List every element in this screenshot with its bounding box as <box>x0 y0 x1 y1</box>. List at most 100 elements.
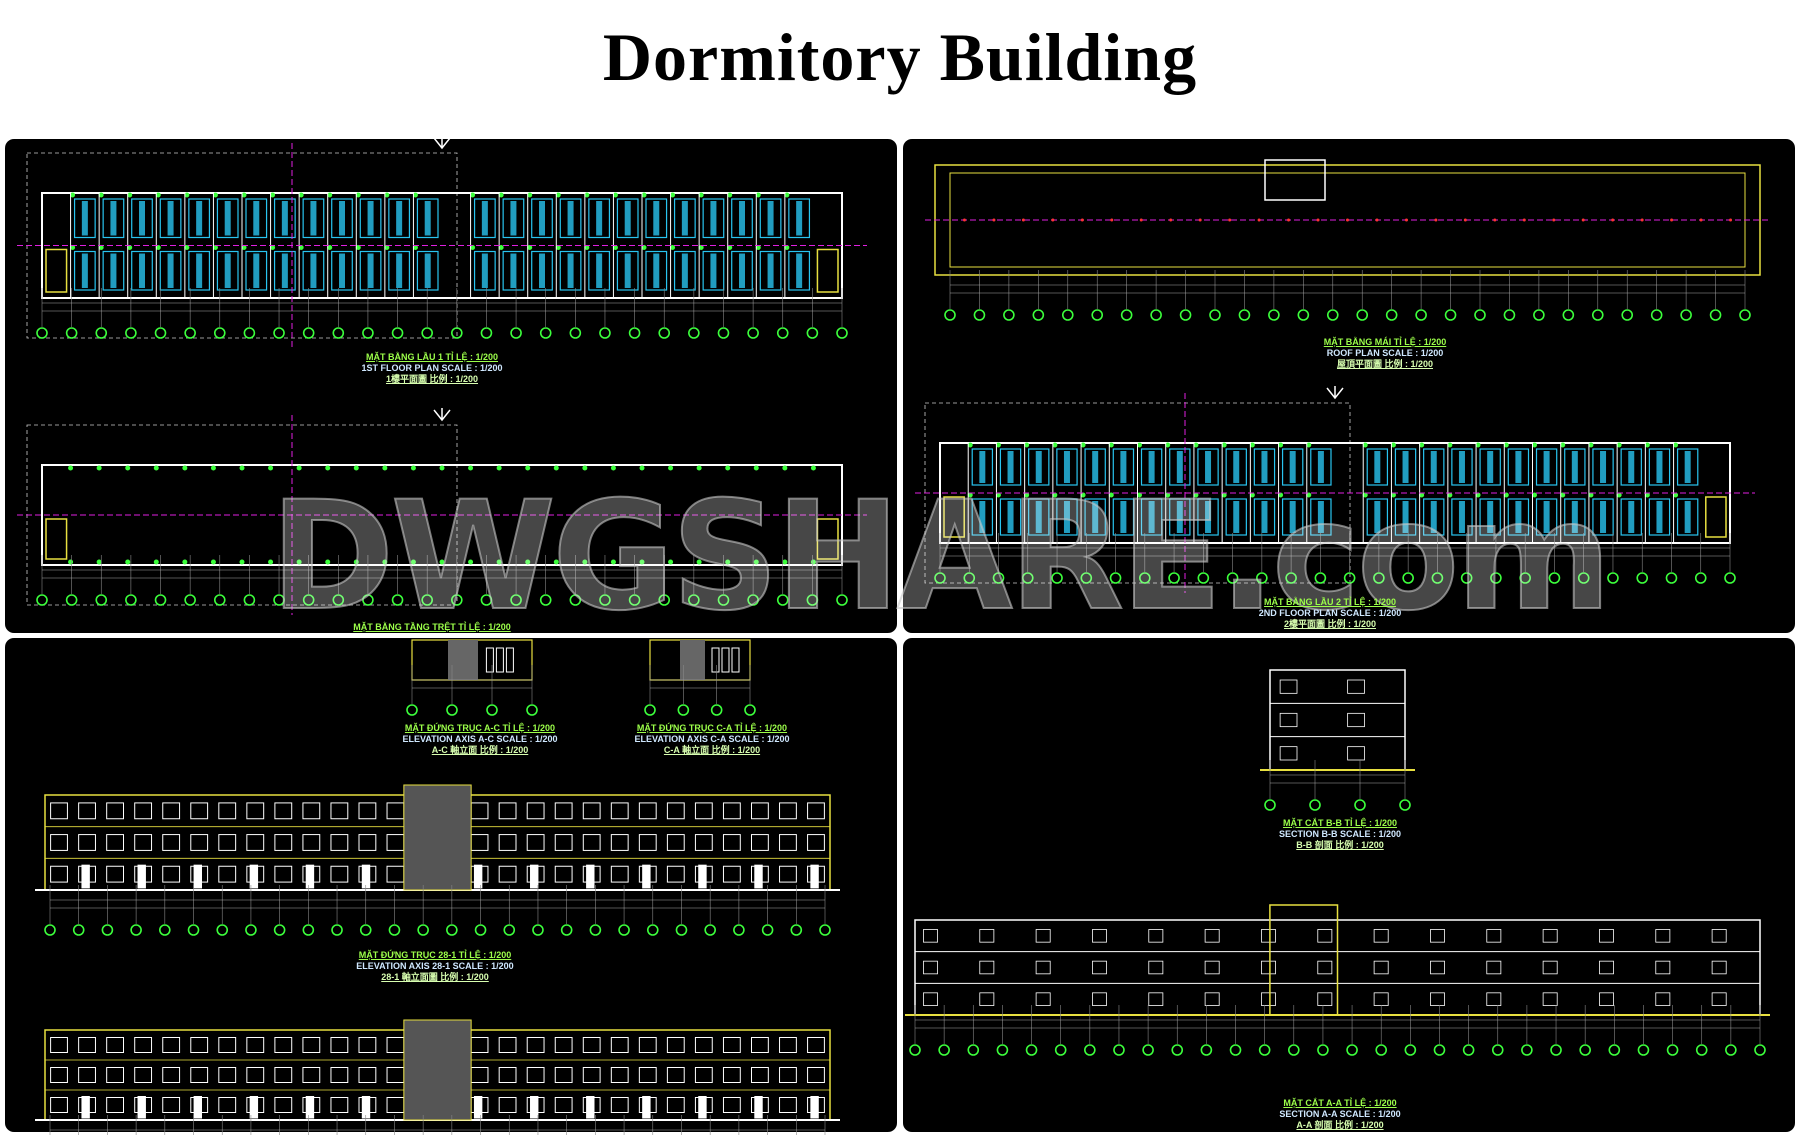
room-furniture <box>1225 448 1247 486</box>
column <box>70 192 76 198</box>
column <box>498 245 504 250</box>
grid-bubble <box>710 704 723 716</box>
label-second-floor-plan: MẶT BẰNG LẦU 2 TỈ LỆ : 1/200 2ND FLOOR P… <box>1259 597 1402 630</box>
column <box>125 465 131 471</box>
window <box>610 1067 629 1083</box>
grid-bubble <box>273 327 285 339</box>
bathroom-block <box>310 253 317 288</box>
grid-bubble <box>331 924 343 936</box>
grid-bubble <box>72 924 85 936</box>
column <box>1475 442 1481 448</box>
label-cn: 2樓平面圖 比例 : 1/200 <box>1283 619 1377 629</box>
drain-point <box>992 218 996 222</box>
room-furniture <box>1253 448 1276 486</box>
grid-bubble <box>332 327 345 339</box>
door <box>586 1096 595 1119</box>
column <box>470 192 476 198</box>
window <box>779 865 797 883</box>
window <box>638 1037 657 1053</box>
drain-point <box>1287 218 1291 222</box>
room-furniture <box>273 198 296 239</box>
bathroom-block <box>481 201 488 236</box>
column <box>270 192 276 198</box>
room-furniture <box>1028 448 1050 486</box>
column <box>725 559 731 565</box>
window <box>50 865 68 883</box>
room-furniture <box>616 198 639 239</box>
grid-bubble <box>589 924 602 936</box>
window <box>526 834 545 851</box>
drain-point <box>1228 218 1232 222</box>
outer-wall <box>41 192 843 299</box>
grid-bubble <box>1003 309 1015 321</box>
window <box>162 1037 181 1053</box>
room-furniture <box>1423 498 1445 536</box>
north-arrow-icon <box>433 136 451 150</box>
label-en: SECTION A-A SCALE : 1/200 <box>1279 1109 1401 1119</box>
room-furniture <box>188 198 211 239</box>
grid-bubble <box>1521 1044 1533 1056</box>
grid-bubble <box>1314 572 1327 584</box>
grid-bubble <box>1431 572 1444 584</box>
grid-bubble <box>302 327 315 339</box>
elevation-28-1 <box>35 784 840 936</box>
grid-bubble <box>1229 1044 1242 1056</box>
bathroom-block <box>681 201 688 236</box>
grid-bubble <box>1433 1044 1446 1056</box>
room-furniture <box>1253 498 1276 536</box>
window <box>50 1067 68 1083</box>
grid-bubble <box>446 924 458 936</box>
column <box>296 559 302 565</box>
grid-bubble <box>388 924 401 936</box>
grid-bubble <box>480 327 493 339</box>
column <box>1108 442 1114 448</box>
column <box>1419 442 1425 448</box>
bathroom-block <box>224 201 231 236</box>
grid-bubble <box>95 594 108 606</box>
drain-point <box>1640 218 1644 222</box>
label-cn: C-A 軸立面 比例 : 1/200 <box>663 745 761 755</box>
first-floor-plan <box>17 136 867 348</box>
room-furniture <box>1535 498 1558 536</box>
window <box>666 1067 685 1083</box>
bathroom-block <box>1487 451 1494 483</box>
column <box>782 465 788 471</box>
window <box>554 802 573 820</box>
stair <box>1705 496 1727 538</box>
window <box>1486 992 1502 1006</box>
column <box>1419 492 1425 498</box>
drain-point <box>1463 218 1467 222</box>
grid-bubble <box>1025 1044 1038 1056</box>
grid-bubble <box>1415 309 1427 321</box>
column <box>1588 442 1594 448</box>
grid-bubble <box>1287 1044 1300 1056</box>
grid-bubble <box>1665 572 1678 584</box>
door <box>81 864 90 889</box>
bathroom-block <box>739 201 745 236</box>
grid-bubble <box>510 327 522 339</box>
column <box>582 559 588 565</box>
grid-bubble <box>1533 309 1545 321</box>
stair-hatch <box>680 640 705 680</box>
room-furniture <box>1620 498 1642 536</box>
label-cn: A-C 軸立面 比例 : 1/200 <box>431 745 529 755</box>
window <box>498 865 517 883</box>
bathroom-block <box>1515 501 1522 533</box>
window <box>610 802 629 820</box>
window <box>1204 929 1220 943</box>
grid-bubble <box>359 924 372 936</box>
room-furniture <box>1479 498 1501 536</box>
grid-bubble <box>963 572 976 584</box>
grid-bubble <box>391 327 404 339</box>
room-furniture <box>1169 498 1191 536</box>
bathroom-block <box>1205 501 1212 533</box>
grid-bubble <box>1109 572 1122 584</box>
column <box>967 442 973 448</box>
window <box>554 1067 573 1083</box>
grid-bubble <box>1238 309 1251 321</box>
bathroom-block <box>1120 501 1127 533</box>
grid-bubble <box>1080 572 1093 584</box>
column <box>270 245 276 250</box>
column <box>125 559 131 565</box>
drain-point <box>1581 218 1585 222</box>
